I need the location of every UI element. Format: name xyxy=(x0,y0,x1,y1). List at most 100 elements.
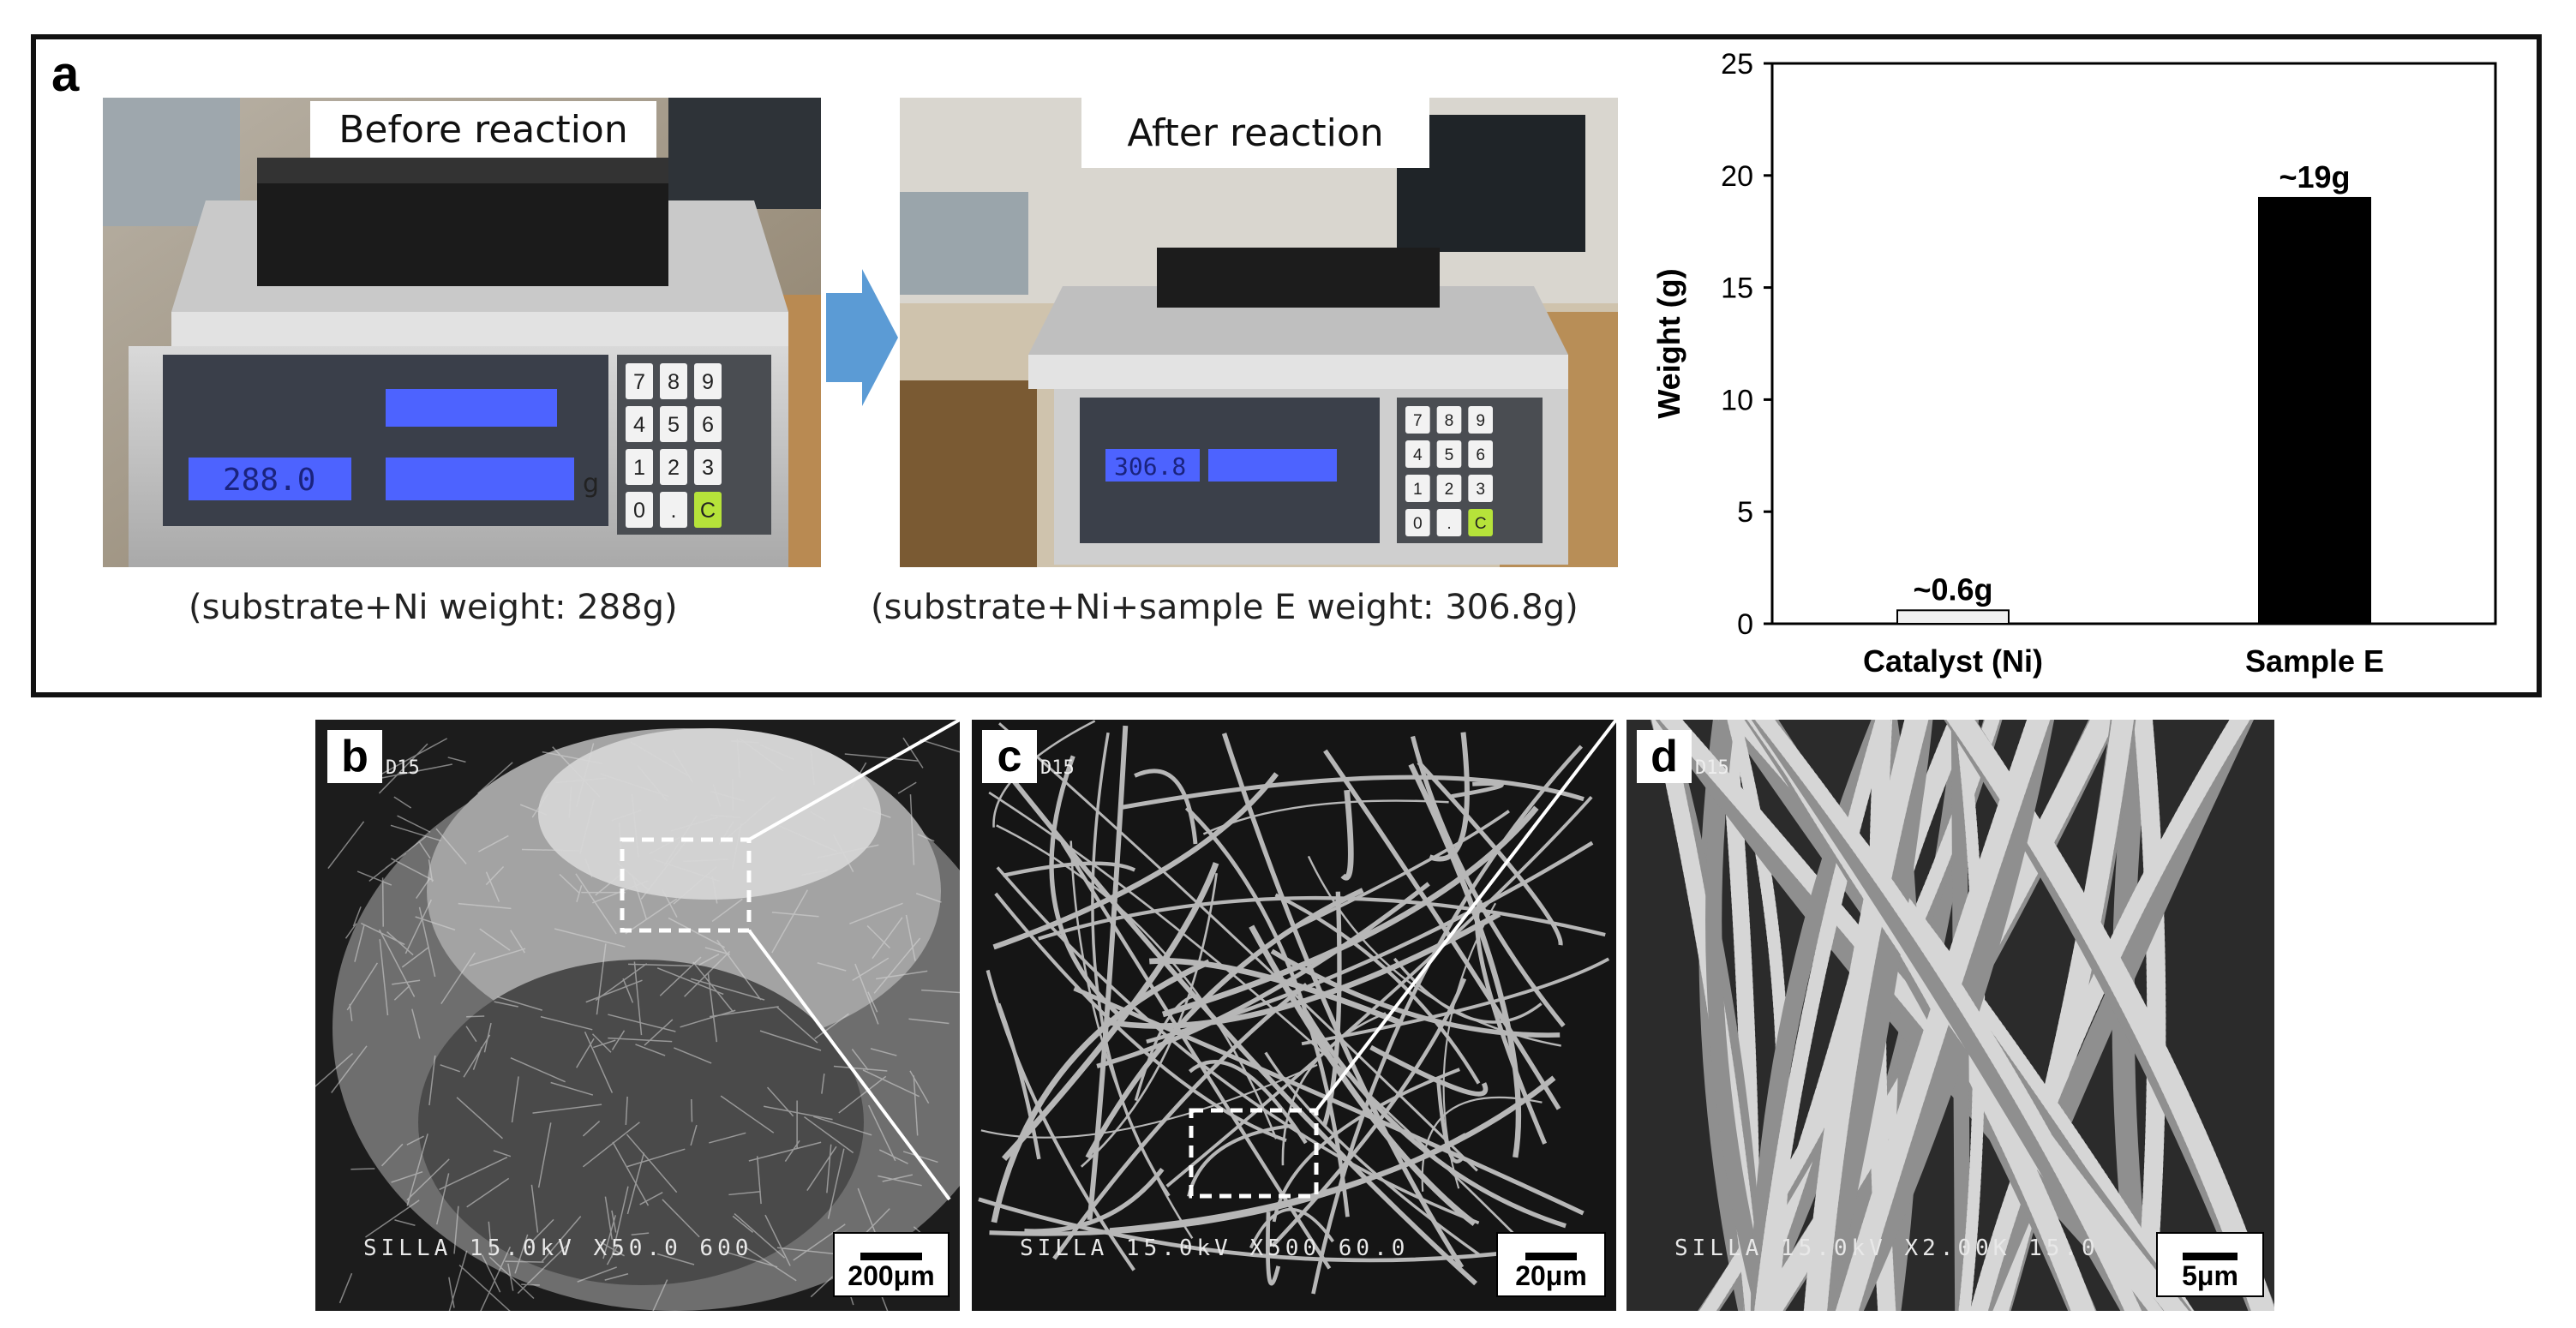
fiber-strand xyxy=(542,751,603,764)
fiber-strand xyxy=(352,906,362,927)
fiber-strand xyxy=(531,793,548,818)
fiber-strand xyxy=(1417,761,1563,946)
fiber-strand xyxy=(611,1030,626,1050)
fiber-strand xyxy=(1184,806,1350,1217)
fiber-strand xyxy=(776,1006,818,1044)
y-tick-label: 10 xyxy=(1721,384,1753,416)
fiber-strand xyxy=(709,1132,746,1144)
sem-c-scale-box: 20μm xyxy=(1496,1232,1606,1297)
fiber-strand xyxy=(393,984,410,1001)
fiber-strand xyxy=(406,1158,450,1201)
keypad-key-label: 3 xyxy=(702,456,714,480)
fiber-strand xyxy=(1754,720,1891,1311)
keypad-key-label: C xyxy=(1475,515,1487,533)
keypad-key xyxy=(1468,475,1493,502)
after-reaction-caption: (substrate+Ni+sample E weight: 306.8g) xyxy=(871,588,1579,627)
fiber-strand xyxy=(710,814,741,818)
fiber-strand xyxy=(764,1214,791,1266)
fiber-strand xyxy=(653,858,720,882)
fiber-strand xyxy=(652,1279,668,1311)
fiber-strand xyxy=(1307,855,1561,1047)
fiber-strand xyxy=(868,1104,896,1162)
fiber-strand xyxy=(720,1095,775,1134)
fiber-strand xyxy=(497,996,542,1011)
fiber-strand xyxy=(994,892,1287,1142)
zoom-line-b-top xyxy=(748,720,960,841)
sem-c-scale-bar xyxy=(1525,1253,1577,1260)
fiber-strand xyxy=(596,943,607,1015)
fiber-strand xyxy=(416,877,431,899)
fiber-strand xyxy=(817,962,847,972)
fiber-strand xyxy=(690,1124,698,1146)
fiber-strand xyxy=(813,1116,872,1136)
keypad-key xyxy=(694,406,722,442)
fiber-strand xyxy=(759,744,794,761)
fiber-strand xyxy=(485,871,500,902)
fiber-strand xyxy=(625,1096,628,1125)
fiber-strand xyxy=(739,738,784,772)
fiber-strand xyxy=(991,959,1211,1223)
fiber-strand xyxy=(870,1048,897,1056)
fiber-strand xyxy=(635,1044,666,1056)
fiber-strand xyxy=(494,1001,518,1008)
fiber-strand xyxy=(606,1245,619,1265)
fiber-strand xyxy=(1266,1211,1281,1286)
fiber-strand xyxy=(908,1018,950,1025)
fiber-strand xyxy=(611,1186,629,1259)
sem-d-scale-box: 5μm xyxy=(2156,1232,2264,1297)
fiber-strand xyxy=(996,824,1278,1140)
keypad-key xyxy=(1405,406,1430,434)
keypad-key-label: 9 xyxy=(702,370,714,394)
fiber-strand xyxy=(844,753,919,762)
fiber-strand xyxy=(672,750,694,784)
fiber-strand xyxy=(532,1104,602,1114)
fiber-strand xyxy=(915,893,942,903)
panel-a-letter: a xyxy=(51,46,80,102)
reaction-arrow-icon xyxy=(826,269,898,406)
fiber-strand xyxy=(466,1015,485,1018)
keypad-key xyxy=(626,406,653,442)
fiber-strand xyxy=(428,859,434,882)
bar-value-label: ~19g xyxy=(2279,159,2350,194)
fiber-strand xyxy=(639,1192,663,1205)
fiber-strand xyxy=(656,967,724,996)
fiber-strand xyxy=(793,1223,846,1261)
fiber-strand xyxy=(622,978,634,1003)
fiber-strand xyxy=(592,1039,616,1049)
fiber-strand xyxy=(992,772,1279,950)
fiber-strand xyxy=(595,874,621,896)
fiber-strand xyxy=(1003,861,1136,877)
fiber-strand xyxy=(862,1069,920,1098)
fiber-strand xyxy=(595,963,648,1002)
fiber-strand xyxy=(448,1277,455,1308)
fiber-strand xyxy=(876,970,928,980)
fiber-strand xyxy=(559,873,580,894)
fiber-strand xyxy=(663,815,698,866)
fiber-strand xyxy=(1969,720,2250,1311)
fiber-strand xyxy=(456,1097,503,1140)
sem-b-image xyxy=(315,720,960,1311)
fiber-strand xyxy=(448,1250,468,1311)
sem-b-id: D15 xyxy=(386,757,420,779)
fiber-strand xyxy=(447,757,466,763)
fiber-strand xyxy=(1024,1168,1165,1234)
fiber-strand xyxy=(418,840,431,859)
fiber-strand xyxy=(439,1156,508,1191)
sem-d-scale-label: 5μm xyxy=(2182,1260,2238,1291)
keypad-key-label: 8 xyxy=(1445,412,1454,430)
bar xyxy=(1896,609,2010,625)
fiber-strand xyxy=(633,961,643,1036)
fiber-strand xyxy=(584,858,593,878)
fiber-strand xyxy=(630,741,689,777)
keypad-key-label: . xyxy=(671,499,677,523)
fiber-strand xyxy=(392,979,421,985)
fiber-strand xyxy=(640,841,686,900)
fiber-strand xyxy=(1408,763,1522,1158)
fiber-strand xyxy=(878,1175,922,1187)
fiber-strand xyxy=(902,1151,938,1163)
fiber-strand xyxy=(913,1075,919,1136)
fiber-strand xyxy=(379,939,389,1016)
fiber-strand xyxy=(1303,1009,1567,1229)
keypad-key-label: 0 xyxy=(1413,515,1423,533)
